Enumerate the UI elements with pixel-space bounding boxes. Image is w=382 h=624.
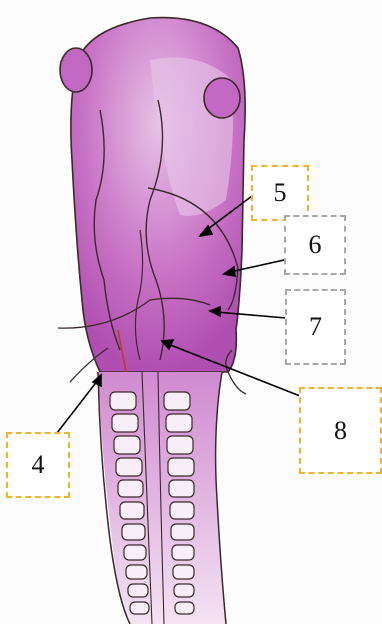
optic-bulge-left [60,48,92,92]
label-6: 6 [284,215,346,275]
label-7: 7 [285,289,346,365]
optic-bulge-right [204,78,240,118]
label-4: 4 [6,432,70,498]
label-8: 8 [299,387,382,474]
label-5: 5 [251,165,309,221]
